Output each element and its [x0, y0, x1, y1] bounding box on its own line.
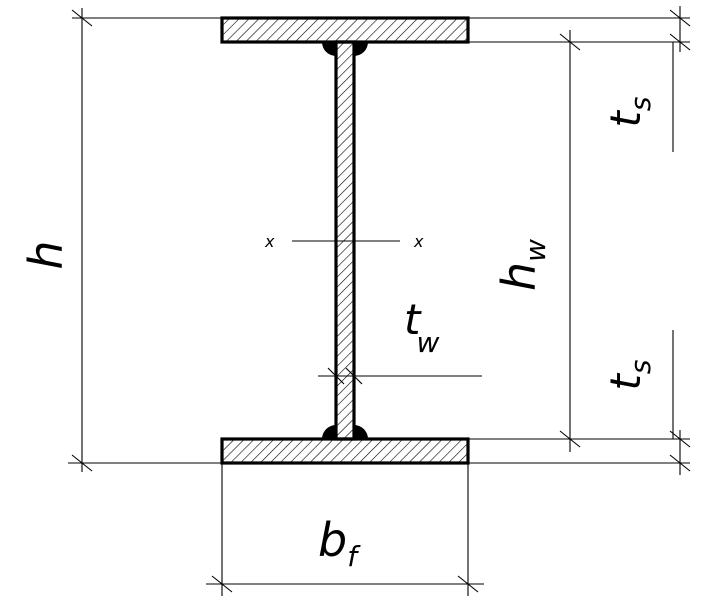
- svg-text:ts: ts: [601, 359, 657, 390]
- bottom-flange: [220, 437, 470, 465]
- svg-text:bf: bf: [318, 513, 361, 573]
- weld-bottom: [322, 425, 368, 439]
- dimension-ts-top: [468, 6, 691, 152]
- label-ts-top: ts: [601, 96, 657, 127]
- svg-text:tw: tw: [404, 295, 439, 359]
- label-ts-bottom: ts: [601, 359, 657, 390]
- dimension-h: [68, 8, 470, 472]
- dimension-ts-bottom: [468, 330, 691, 475]
- dimension-hw: [354, 30, 690, 452]
- label-bf: bf: [318, 513, 361, 573]
- top-flange: [220, 16, 470, 44]
- weld-top: [322, 42, 368, 56]
- label-hw: hw: [492, 239, 552, 291]
- axis-label-left: x: [264, 232, 275, 251]
- svg-text:hw: hw: [492, 239, 552, 291]
- label-h: h: [19, 240, 73, 269]
- label-tw: tw: [404, 295, 439, 359]
- dimension-bf: [206, 463, 484, 596]
- axis-label-right: x: [413, 232, 424, 251]
- dimension-tw: [318, 367, 482, 385]
- svg-text:ts: ts: [601, 96, 657, 127]
